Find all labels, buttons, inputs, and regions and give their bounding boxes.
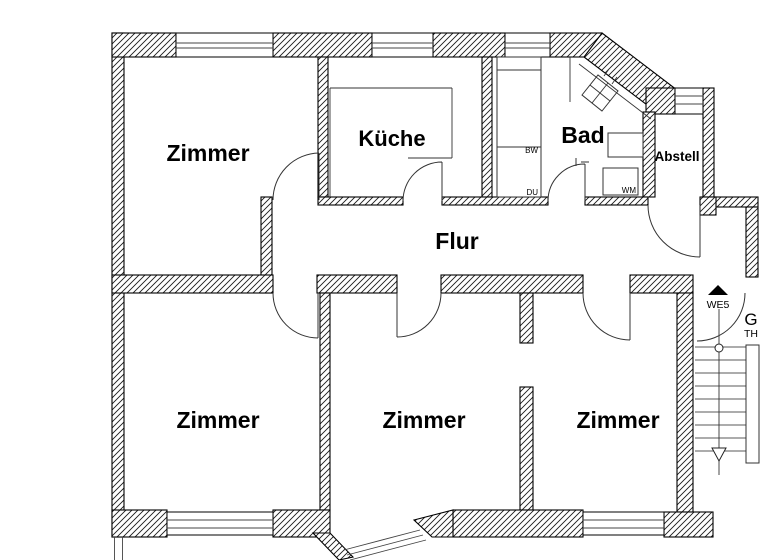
- wall-flur-top-b: [441, 196, 549, 206]
- label-kueche: Küche: [358, 126, 425, 151]
- wall-bm-br-divider-lower: [519, 386, 534, 511]
- stairwell: [695, 285, 760, 475]
- door-bad: [547, 158, 589, 202]
- label-shower: DU: [526, 188, 538, 197]
- wall-bay-stub-left: [311, 532, 355, 560]
- doors: [272, 152, 746, 342]
- label-zimmer-top-left: Zimmer: [166, 140, 249, 166]
- label-we5: WE5: [707, 299, 730, 311]
- wall-br-east: [676, 292, 694, 513]
- stair-direction-start: [714, 343, 724, 353]
- window-zimmer-top-left: [175, 32, 274, 58]
- label-zimmer-bottom-right: Zimmer: [576, 407, 659, 433]
- entrance-arrow-icon: [708, 285, 728, 295]
- wall-flur-top-a: [317, 196, 404, 206]
- window-bad: [504, 32, 551, 58]
- wall-bottom-block-m: [452, 509, 584, 538]
- walls: [111, 32, 759, 560]
- wall-flur-top-c: [584, 196, 649, 206]
- wall-flur-bottom-1: [111, 274, 274, 294]
- wall-continuation-lines: [114, 537, 123, 560]
- label-g: G: [744, 310, 757, 329]
- door-kueche: [402, 161, 443, 202]
- door-zimmer-bottom-left: [272, 292, 319, 339]
- door-zimmer-top-left: [272, 152, 320, 201]
- window-kueche: [371, 32, 434, 58]
- window-zimmer-bottom-right: [582, 511, 665, 536]
- wall-top-corner-block: [111, 32, 177, 58]
- window-bay-diagonal: [343, 529, 427, 560]
- wall-ne-block: [645, 87, 676, 115]
- window-zimmer-bottom-left: [166, 511, 274, 536]
- window-abstell: [674, 87, 704, 115]
- wall-bad-abstell-divider: [642, 111, 656, 198]
- wall-entry-block: [699, 196, 717, 216]
- wall-flur-bottom-3: [440, 274, 584, 294]
- windows: [114, 32, 704, 560]
- wall-bay-stub-right: [412, 509, 454, 538]
- label-bathtub: BW: [525, 146, 538, 155]
- wall-right-mid: [745, 206, 759, 278]
- wall-bl-bm-divider: [319, 292, 331, 511]
- label-abstell: Abstell: [654, 149, 699, 164]
- bathtub-shower-unit: [496, 56, 542, 198]
- wall-bottom-block-l1: [111, 509, 168, 538]
- wc-fixture: [607, 132, 644, 158]
- washing-machine-fixture: [602, 167, 639, 196]
- fixtures: [329, 56, 652, 198]
- wall-right-upper: [702, 87, 715, 201]
- wall-kueche-east: [481, 56, 493, 198]
- stair-treads: [695, 346, 746, 452]
- labels: Zimmer Küche Bad Abstell Flur Zimmer Zim…: [166, 122, 758, 433]
- wall-bm-br-pier: [519, 292, 534, 344]
- door-entrance-we5: [696, 292, 746, 342]
- wall-top-block-3: [432, 32, 506, 58]
- door-zimmer-bottom-middle: [396, 292, 442, 338]
- stair-direction-arrow: [711, 447, 727, 463]
- label-washing-machine: WM: [622, 186, 637, 195]
- door-abstell: [647, 204, 701, 258]
- label-flur: Flur: [435, 228, 478, 254]
- wall-flur-bottom-4: [629, 274, 694, 294]
- kitchen-counter-lines: [329, 87, 453, 197]
- wall-bottom-block-r: [663, 511, 714, 538]
- door-zimmer-bottom-right: [582, 292, 631, 341]
- stair-stringer: [745, 344, 760, 464]
- bad-diagonal-inner-line: [578, 63, 652, 120]
- label-zimmer-bottom-middle: Zimmer: [382, 407, 465, 433]
- washbasin-icon: [581, 68, 619, 112]
- label-zimmer-bottom-left: Zimmer: [176, 407, 259, 433]
- wall-top-block-2: [272, 32, 373, 58]
- wall-flur-bottom-2: [316, 274, 398, 294]
- label-th: TH: [744, 328, 758, 340]
- label-bad: Bad: [561, 122, 604, 148]
